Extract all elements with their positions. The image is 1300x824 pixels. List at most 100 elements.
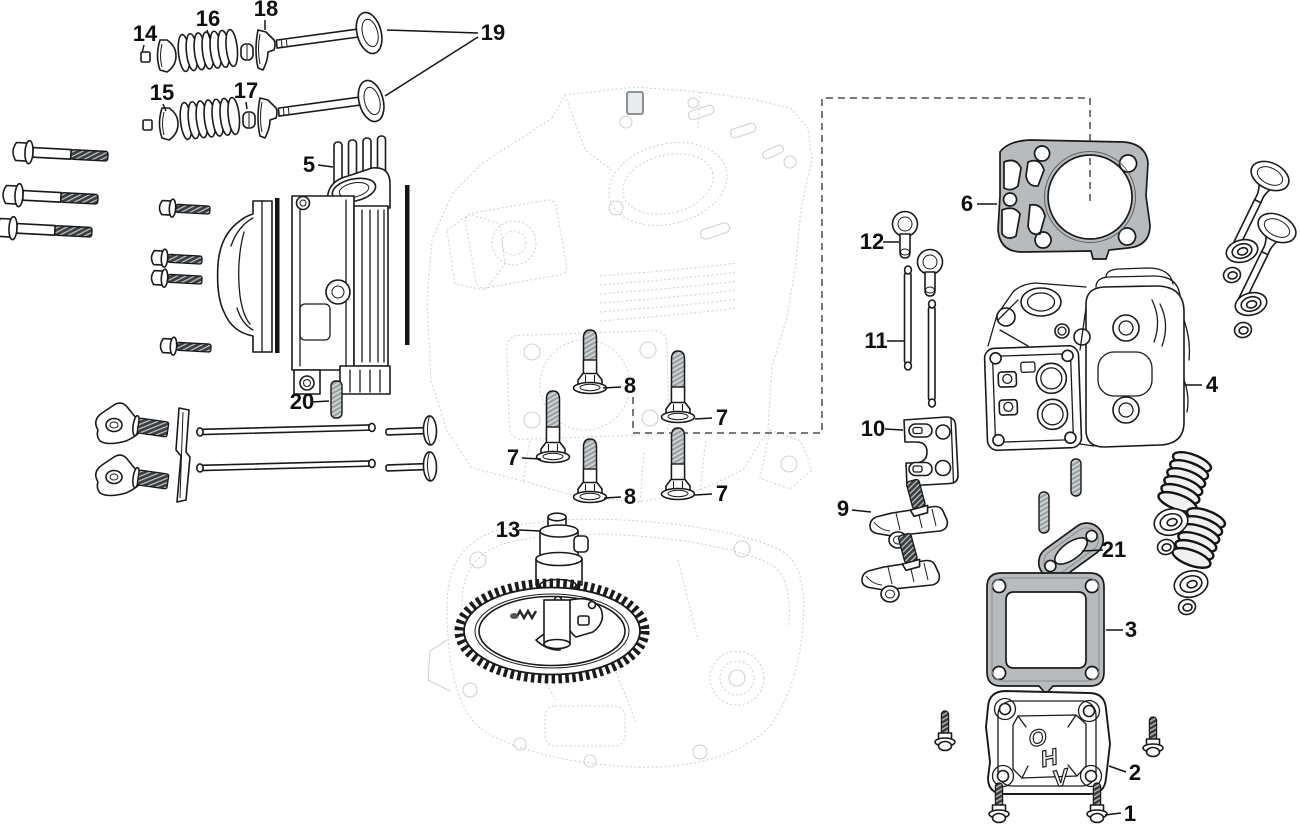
callout-11: 11 bbox=[864, 328, 887, 353]
rocker-arm-left-2 bbox=[94, 454, 170, 497]
leader-line-1 bbox=[1104, 812, 1122, 816]
leader-line-13 bbox=[518, 529, 541, 532]
leader-line-5 bbox=[317, 164, 334, 168]
stud-item-20 bbox=[330, 380, 343, 419]
valve-spring-right-1 bbox=[1154, 446, 1215, 518]
flange-bolts-long bbox=[0, 139, 110, 245]
callout-10: 10 bbox=[861, 416, 885, 441]
leader-line-10 bbox=[884, 428, 904, 431]
head-bolt-7a bbox=[660, 350, 696, 424]
flange-bolt-long-1 bbox=[11, 139, 110, 169]
leader-line-9 bbox=[851, 509, 872, 513]
flange-bolt-short-4 bbox=[159, 335, 213, 358]
assembly-reference-dashed-line bbox=[632, 97, 1091, 434]
exhaust-gasket-21 bbox=[1037, 522, 1105, 580]
compression-release-spring bbox=[514, 608, 538, 621]
callout-12: 12 bbox=[860, 229, 884, 254]
valve-spring-set-exhaust bbox=[143, 77, 389, 140]
ohv-letter-h: H bbox=[1038, 743, 1060, 772]
guide-plate-fold-line bbox=[179, 411, 184, 499]
cam-gear-teeth bbox=[454, 578, 650, 684]
leader-line-21 bbox=[1081, 549, 1104, 552]
flange-bolt-short-1 bbox=[158, 197, 212, 220]
head-bolt-8b bbox=[572, 438, 608, 504]
leader-line-2 bbox=[1108, 765, 1127, 773]
exhaust-stud-1 bbox=[1070, 458, 1082, 497]
rocker-arms-9 bbox=[861, 477, 949, 603]
spring-cap-2 bbox=[1176, 597, 1198, 617]
callout-4: 4 bbox=[1206, 372, 1219, 397]
head-bolt-7b bbox=[535, 390, 571, 464]
callout-7c: 7 bbox=[716, 481, 728, 506]
callout-1: 1 bbox=[1124, 801, 1136, 824]
callout-13: 13 bbox=[496, 517, 520, 542]
valve-springs-right bbox=[1150, 446, 1229, 617]
leader-line-7a bbox=[694, 417, 713, 420]
cylinder bbox=[291, 135, 391, 395]
callout-7b: 7 bbox=[507, 445, 519, 470]
leader-line-14 bbox=[141, 44, 145, 54]
leader-line-8a bbox=[602, 386, 622, 389]
leader-line-7b bbox=[521, 457, 542, 460]
leader-line-20 bbox=[311, 400, 330, 403]
camshaft-assembly bbox=[454, 512, 650, 684]
rocker-arms-preassembled bbox=[94, 402, 170, 497]
push-rod-guide-plate-10 bbox=[903, 416, 959, 487]
callout-15: 15 bbox=[150, 80, 174, 105]
cover-bolt-1 bbox=[934, 710, 956, 752]
leader-line-17 bbox=[245, 101, 248, 110]
engine-block-faint-reference bbox=[426, 86, 813, 503]
cylinder-head-gasket bbox=[997, 139, 1151, 260]
callout-16: 16 bbox=[196, 6, 220, 31]
flange-bolts-short bbox=[150, 197, 213, 358]
head-bolt-8a bbox=[572, 329, 608, 395]
valve-stem-seal-2 bbox=[1231, 288, 1271, 320]
spring-retainer-2 bbox=[1170, 566, 1212, 602]
valve-cover-gasket-3 bbox=[986, 572, 1105, 696]
valve-stem-seal-1 bbox=[1222, 235, 1262, 267]
leader-line-16 bbox=[206, 29, 211, 40]
callout-8b: 8 bbox=[624, 484, 636, 509]
rocker-arm-left-1 bbox=[94, 402, 170, 445]
leader-line-7c bbox=[694, 493, 713, 496]
callout-19: 19 bbox=[481, 20, 505, 45]
callout-18: 18 bbox=[254, 0, 278, 21]
flange-bolt-short-3 bbox=[150, 267, 204, 290]
cylinder-head-bolts bbox=[535, 329, 696, 504]
callout-2: 2 bbox=[1129, 760, 1141, 785]
callout-6: 6 bbox=[961, 191, 973, 216]
leader-line-15 bbox=[162, 103, 167, 112]
push-rod-guide-plate-left bbox=[175, 407, 191, 503]
exhaust-stud-2 bbox=[1038, 491, 1050, 534]
flange-bolt-long-3 bbox=[0, 215, 94, 245]
callout-17: 17 bbox=[234, 78, 258, 103]
flange-bolt-short-2 bbox=[150, 247, 204, 270]
valve-cover-2: O H V bbox=[985, 690, 1111, 795]
leader-line-19a bbox=[386, 29, 479, 34]
callout-3: 3 bbox=[1125, 617, 1137, 642]
flange-bolt-long-2 bbox=[1, 182, 100, 212]
cylinder-head bbox=[983, 267, 1191, 452]
cover-bolt-2 bbox=[1142, 716, 1164, 758]
callout-14: 14 bbox=[133, 21, 158, 46]
callout-20: 20 bbox=[290, 389, 314, 414]
valve-stem-cap-2 bbox=[1232, 320, 1254, 340]
gasket-edge-left bbox=[275, 198, 280, 353]
valve-tappet-1 bbox=[384, 414, 438, 448]
valve-stem-cap-1 bbox=[1221, 265, 1243, 285]
locating-key bbox=[626, 91, 644, 115]
leader-line-19b bbox=[384, 36, 479, 97]
rocker-studs-12 bbox=[891, 210, 944, 297]
push-rods-right-11 bbox=[903, 265, 937, 408]
callouts: 14 16 18 19 15 17 5 6 12 11 4 10 9 8 7 7… bbox=[133, 0, 1219, 824]
callout-7a: 7 bbox=[716, 405, 728, 430]
push-rod-left-2 bbox=[195, 458, 377, 473]
rocker-arm-right-2 bbox=[861, 531, 941, 603]
callout-9: 9 bbox=[837, 496, 849, 521]
head-bolt-7c bbox=[660, 427, 696, 501]
gasket-edge-right bbox=[405, 185, 410, 345]
push-rod-left-1 bbox=[195, 422, 377, 437]
callout-8a: 8 bbox=[624, 373, 636, 398]
